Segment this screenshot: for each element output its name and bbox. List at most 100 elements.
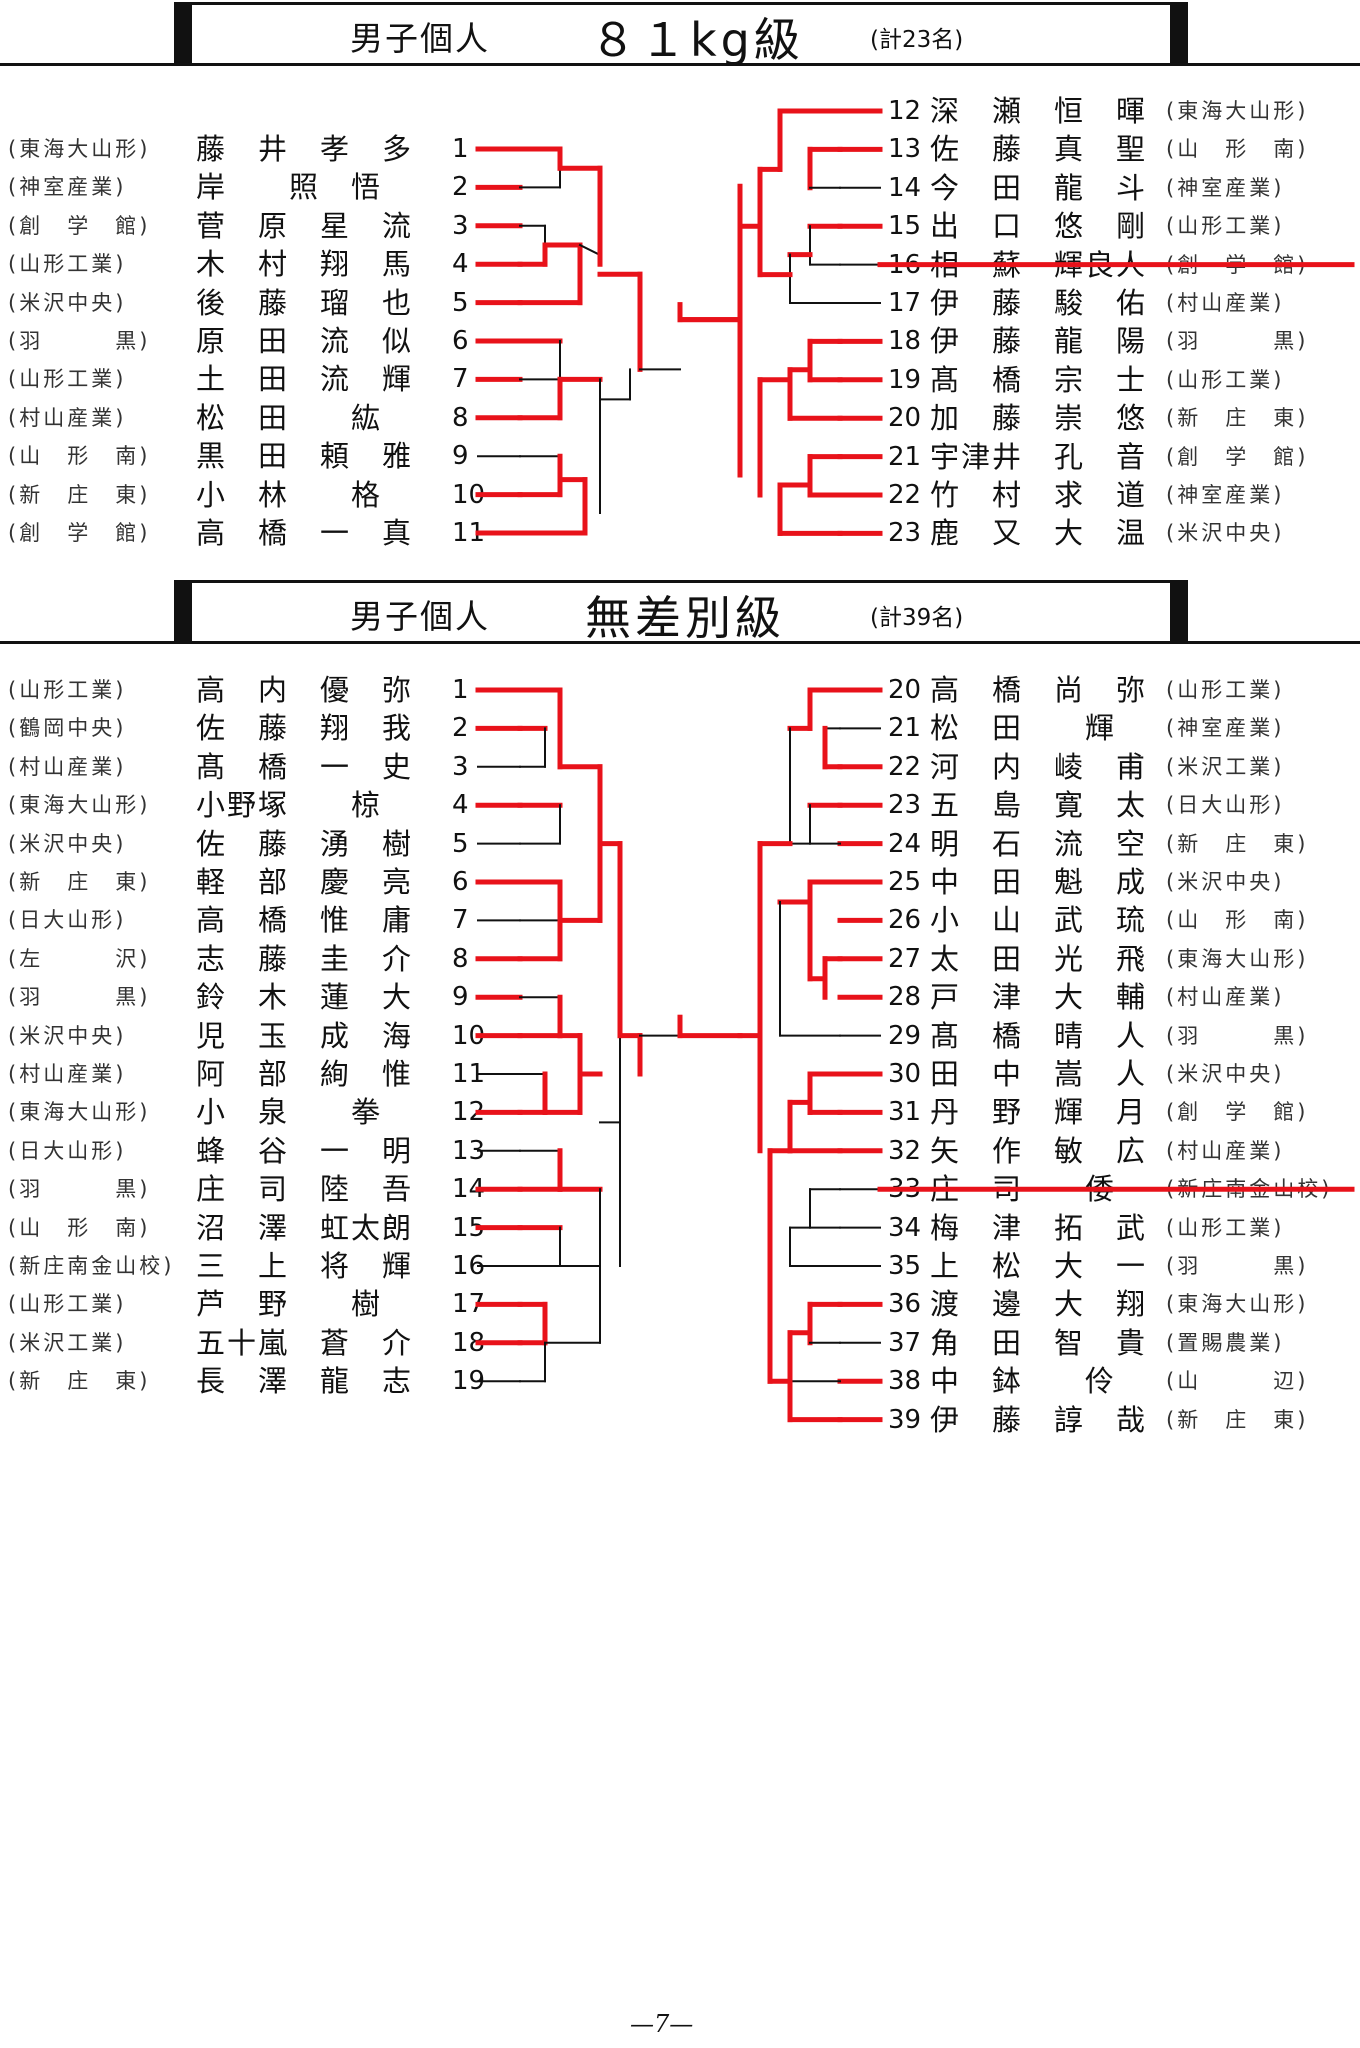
competitor-name: 矢 作 敏 広 [930,1133,1148,1168]
seed-number: 6 [452,867,469,897]
competitor-name: 松 田 紘 [196,400,383,435]
seed-number: 8 [452,402,469,433]
seed-number: 6 [452,326,469,356]
competitor-name: 梅 津 拓 武 [930,1210,1148,1245]
school-affiliation: (左 沢) [8,946,151,971]
seed-number: 12 [888,96,922,126]
competitor-name: 今 田 龍 斗 [930,170,1148,205]
school-affiliation: (山形工業) [8,252,127,277]
header-left-block [174,2,192,63]
school-affiliation: (羽 黒) [1166,1254,1309,1278]
seed-number: 25 [888,867,922,897]
seed-number: 22 [888,480,922,510]
seed-number: 18 [888,326,922,357]
seed-number: 2 [452,713,469,744]
seed-number: 21 [888,441,922,472]
school-affiliation: (米沢中央) [8,290,127,315]
weight-class-title: 無差別級 [585,591,785,645]
competitor-name: 軽 部 慶 亮 [196,865,414,899]
school-affiliation: (神室産業) [8,175,127,200]
seed-number: 19 [888,364,922,395]
competitor-name: 後 藤 瑠 也 [196,285,414,320]
seed-number: 20 [888,675,922,705]
seed-number: 34 [888,1212,922,1243]
competitor-name: 児 玉 成 海 [196,1018,414,1053]
school-affiliation: (東海大山形) [8,137,151,161]
seed-number: 14 [888,172,922,203]
school-affiliation: (米沢工業) [8,1330,127,1355]
competitor-name: 佐 藤 湧 樹 [196,826,414,861]
seed-number: 4 [452,790,469,821]
competitor-name: 高 橋 一 真 [196,516,414,550]
competitor-name: 長 澤 龍 志 [196,1364,414,1399]
competitor-name: 沼 澤 虹太朗 [196,1210,414,1245]
competitor-name: 河 内 崚 甫 [930,749,1148,784]
school-affiliation: (山形工業) [1166,1215,1285,1240]
school-affiliation: (山形工業) [8,367,127,392]
competitor-name: 角 田 智 貴 [930,1325,1148,1360]
section-header-81kg: 男子個人 ８１kg級 (計23名) [0,2,1360,67]
competitor-name: 藤 井 孝 多 [196,132,414,166]
school-affiliation: (新 庄 東) [8,1369,151,1394]
seed-number: 28 [888,982,922,1013]
header-rule [0,641,1360,644]
seed-number: 15 [888,211,922,242]
school-affiliation: (日大山形) [1166,793,1285,818]
seed-number: 23 [888,518,922,549]
competitor-name: 戸 津 大 輔 [930,980,1148,1015]
competitor-name: 鹿 又 大 温 [930,516,1148,551]
competitor-name: 宇津井 孔 音 [930,439,1148,474]
competitor-name: 小野塚 椋 [196,788,383,823]
competitor-name: 岸 照 悟 [196,170,383,205]
seed-number: 24 [888,828,922,859]
seed-number: 39 [888,1404,922,1435]
seed-number: 31 [888,1097,922,1128]
school-affiliation: (東海大山形) [1166,1292,1309,1317]
competitor-name: 髙 橋 晴 人 [930,1018,1148,1053]
school-affiliation: (創 学 館) [1166,444,1309,469]
event-title: 男子個人 [350,597,490,636]
competitor-name: 竹 村 求 道 [930,478,1148,512]
header-rule [0,63,1360,66]
header-left-block [174,580,192,641]
school-affiliation: (創 学 館) [8,213,151,238]
competitor-name: 中 鉢 伶 [930,1364,1117,1399]
competitor-name: 伊 藤 諄 哉 [930,1402,1148,1437]
competitor-name: 松 田 輝 [930,711,1117,746]
seed-number: 38 [888,1366,922,1397]
school-affiliation: (新 庄 東) [8,482,151,507]
school-affiliation: (米沢中央) [1166,1062,1285,1086]
school-affiliation: (東海大山形) [1166,946,1309,971]
school-affiliation: (山 形 南) [8,444,151,469]
seed-number: 37 [888,1327,922,1358]
seed-number: 32 [888,1135,922,1166]
school-affiliation: (羽 黒) [8,1177,151,1202]
